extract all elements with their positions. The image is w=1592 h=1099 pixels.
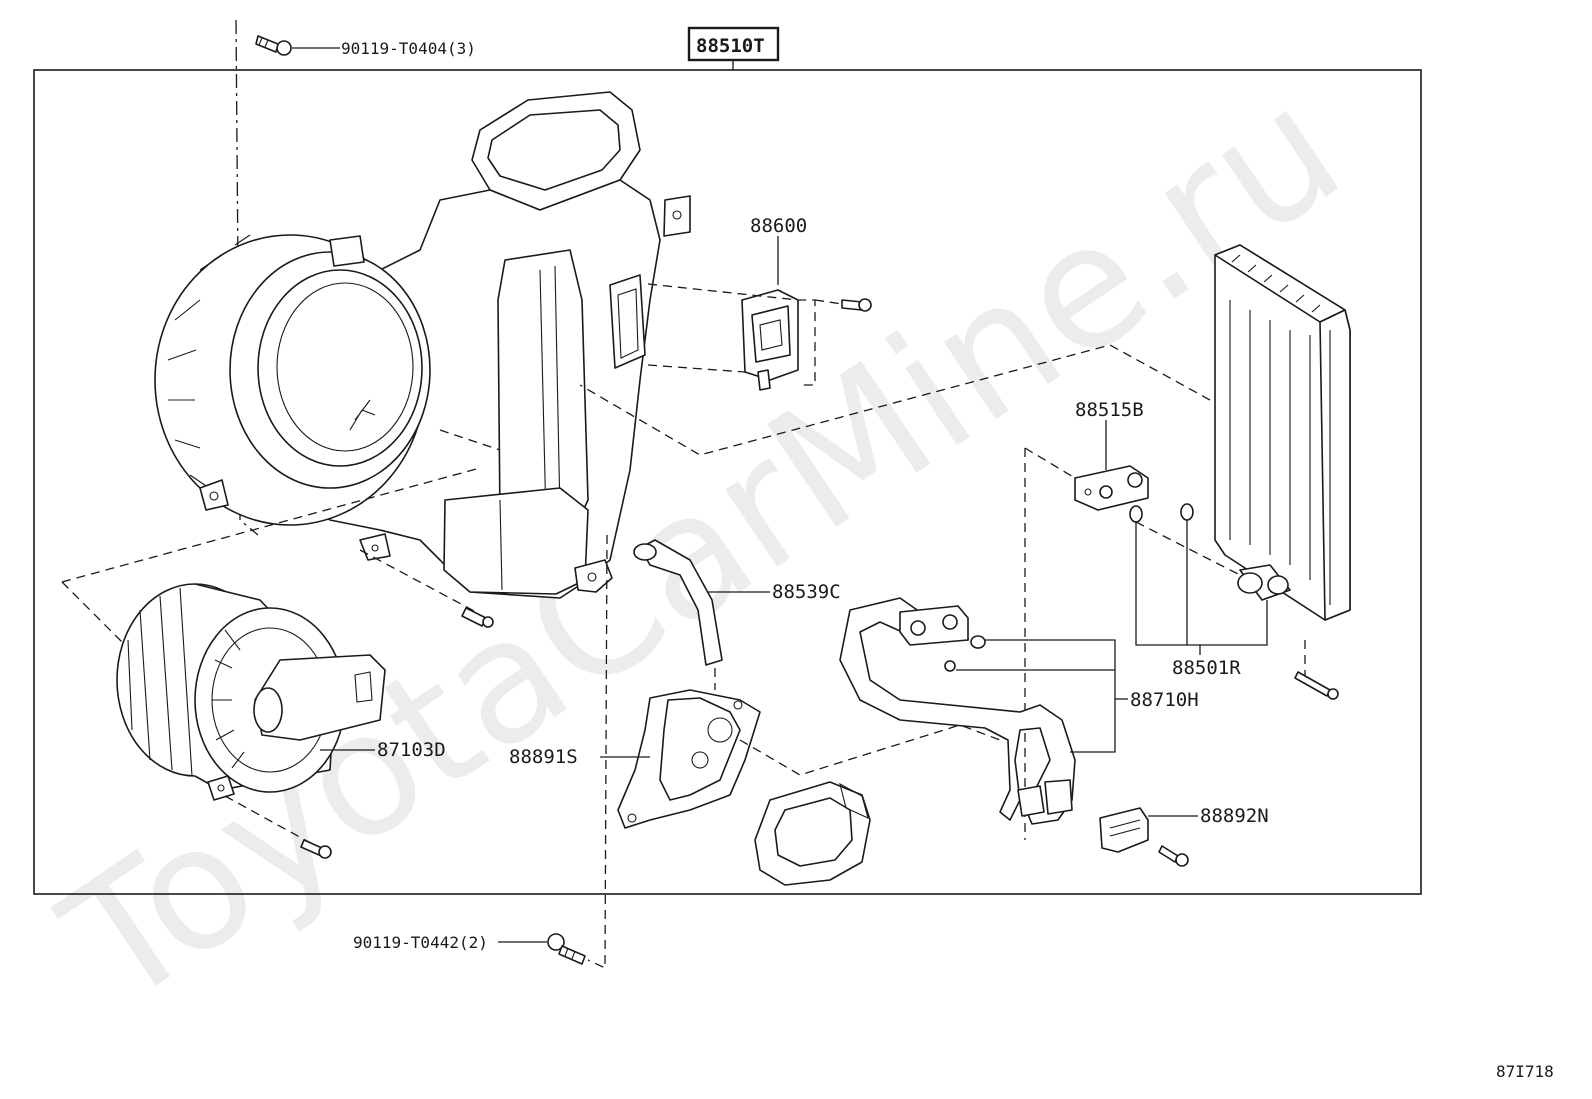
o-ring-3	[970, 635, 986, 649]
callout-expansion-valve[interactable]: 88515B	[1075, 399, 1144, 421]
o-ring-2	[1180, 503, 1194, 521]
assembly-label-text: 88510T	[696, 35, 765, 57]
callout-blower-motor[interactable]: 87103D	[377, 739, 446, 761]
drain-hose	[633, 539, 723, 666]
blower-case	[154, 91, 691, 599]
refrigerant-tube	[839, 597, 1076, 825]
expansion-valve	[1074, 465, 1149, 511]
o-ring-4	[944, 660, 956, 672]
callout-tube[interactable]: 88710H	[1130, 689, 1199, 711]
assembly-label[interactable]: 88510T	[687, 26, 780, 62]
resistor	[741, 289, 799, 391]
screw-case	[461, 607, 494, 628]
figure-code: 87I718	[1496, 1062, 1554, 1081]
screw-blower	[300, 839, 332, 859]
clamp	[1099, 807, 1149, 853]
watermark: ToyotaCarMine.ru	[31, 49, 1374, 1044]
bolt-top	[255, 35, 292, 56]
callout-evaporator[interactable]: 88501R	[1172, 657, 1241, 679]
screw-evaporator	[1294, 671, 1339, 700]
callout-clamp[interactable]: 88892N	[1200, 805, 1269, 827]
callout-drain-hose[interactable]: 88539C	[772, 581, 841, 603]
cover	[617, 689, 761, 829]
callout-bolt-bottom[interactable]: 90119-T0442(2)	[353, 933, 488, 952]
seal	[754, 781, 871, 886]
assembly-frame	[33, 69, 1422, 895]
blower-motor	[116, 583, 386, 801]
callout-resistor[interactable]: 88600	[750, 215, 807, 237]
screw-resistor	[841, 298, 872, 312]
bolt-bottom	[547, 933, 586, 965]
callout-bolt-top[interactable]: 90119-T0404(3)	[341, 39, 476, 58]
evaporator	[1214, 244, 1351, 621]
callout-cover[interactable]: 88891S	[509, 746, 578, 768]
o-ring-1	[1129, 505, 1143, 523]
screw-clamp	[1158, 845, 1189, 867]
